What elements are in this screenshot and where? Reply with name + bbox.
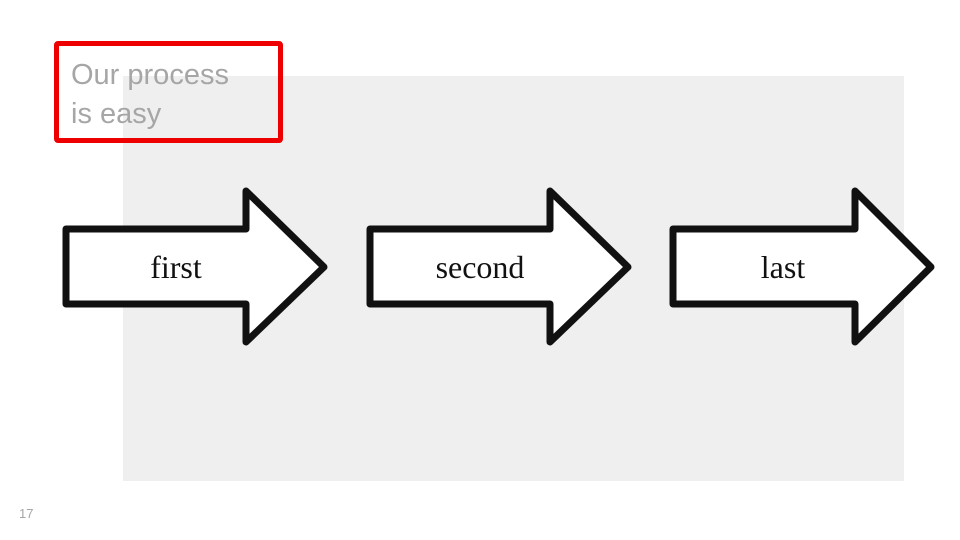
page-number: 17: [19, 506, 34, 521]
slide-title: Our process is easy: [71, 59, 229, 130]
step-label-second: second: [436, 249, 525, 285]
process-step-2: second: [366, 187, 632, 346]
step-label-last: last: [761, 249, 806, 285]
title-highlight-box: Our process is easy: [54, 41, 283, 143]
arrow-shape-1: [62, 187, 328, 346]
step-label-first: first: [150, 249, 202, 285]
process-step-1: first: [62, 187, 328, 346]
arrow-shape-3: [669, 187, 935, 346]
process-step-3: last: [669, 187, 935, 346]
arrow-shape-2: [366, 187, 632, 346]
